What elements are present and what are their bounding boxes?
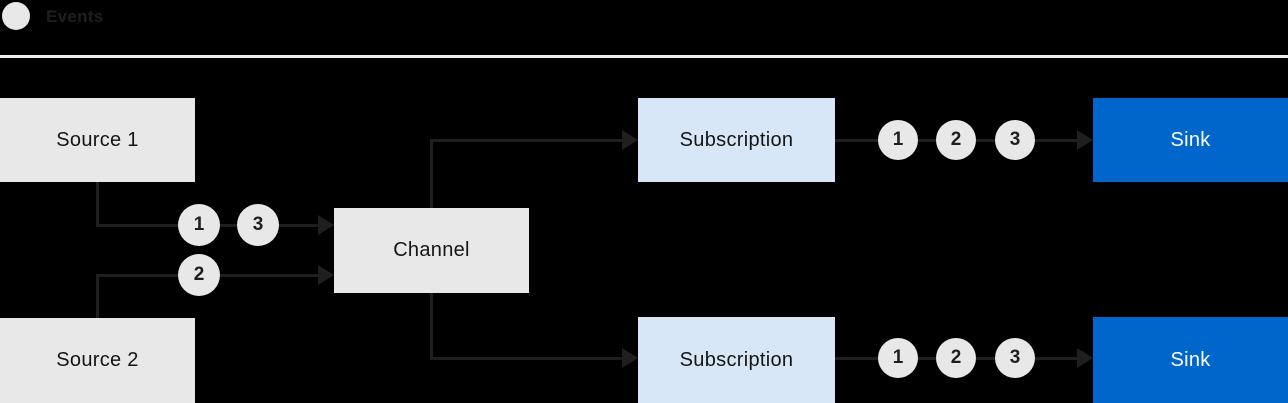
node-source-1-label: Source 1 [56, 128, 139, 151]
connector-channel-up-vertical [430, 139, 433, 208]
node-subscription-bottom: Subscription [638, 317, 835, 403]
event-marker: 3 [995, 120, 1035, 160]
connector-channel-down-vertical [430, 293, 433, 358]
arrowhead-icon [1077, 348, 1093, 368]
node-sink-top-label: Sink [1170, 128, 1211, 151]
node-channel: Channel [334, 208, 529, 293]
event-marker: 2 [936, 338, 976, 378]
node-subscription-top: Subscription [638, 98, 835, 182]
event-marker: 1 [178, 204, 220, 246]
event-marker: 2 [936, 120, 976, 160]
arrowhead-icon [318, 265, 334, 285]
node-source-2: Source 2 [0, 318, 195, 403]
arrowhead-icon [318, 215, 334, 235]
arrowhead-icon [1077, 130, 1093, 150]
node-subscription-bottom-label: Subscription [679, 348, 794, 371]
event-marker: 3 [237, 204, 279, 246]
connector-source1-vertical [96, 182, 99, 227]
events-legend-label: Events [46, 7, 104, 26]
event-marker: 2 [178, 254, 220, 296]
node-channel-label: Channel [393, 239, 470, 261]
node-source-2-label: Source 2 [56, 349, 139, 371]
connector-source2-vertical [96, 274, 99, 318]
node-sink-top: Sink [1093, 98, 1288, 182]
node-subscription-top-label: Subscription [679, 128, 794, 151]
node-sink-bottom: Sink [1093, 317, 1288, 403]
legend-divider [0, 55, 1288, 58]
event-marker: 1 [878, 120, 918, 160]
node-source-1: Source 1 [0, 98, 195, 182]
event-circle-icon [2, 2, 30, 30]
arrowhead-icon [622, 348, 638, 368]
event-marker: 3 [995, 338, 1035, 378]
arrowhead-icon [622, 130, 638, 150]
connector-channel-to-subscription-top [430, 139, 623, 142]
event-marker: 1 [878, 338, 918, 378]
node-sink-bottom-label: Sink [1170, 348, 1211, 371]
connector-channel-to-subscription-bottom [430, 357, 623, 360]
